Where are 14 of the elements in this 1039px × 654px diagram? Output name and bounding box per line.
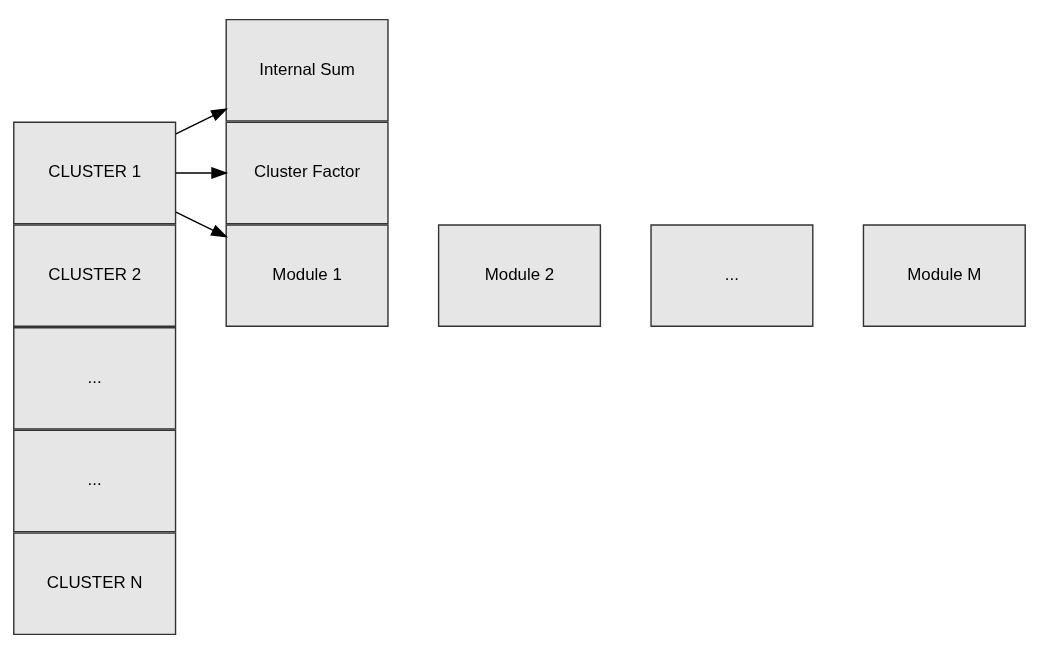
node-box: Module 1 [225,224,389,327]
node-box: ... [650,224,814,327]
node-box: Internal Sum [225,18,389,122]
node-box: Cluster Factor [225,121,389,225]
arrow [175,108,228,135]
node-box: Module M [862,224,1026,327]
node-box: CLUSTER 1 [13,121,177,225]
node-box: CLUSTER N [13,532,177,636]
node-box: ... [13,327,177,430]
arrow [175,211,228,238]
node-box: Module 2 [437,224,602,327]
node-box: ... [13,429,177,533]
arrow [175,167,229,179]
node-box: CLUSTER 2 [13,224,177,327]
